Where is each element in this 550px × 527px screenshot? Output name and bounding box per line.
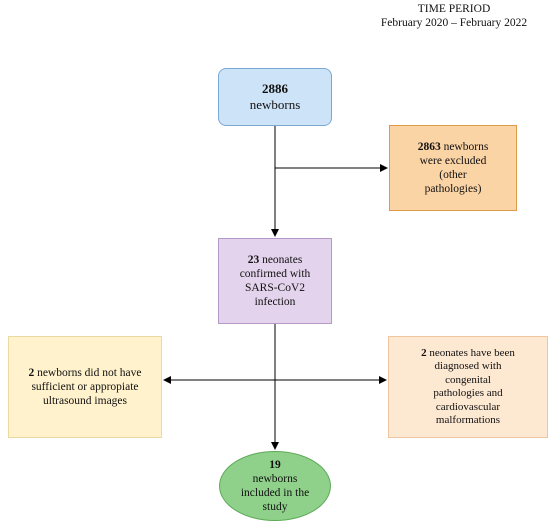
- node-congenital-label-a: neonates have been: [429, 346, 515, 359]
- node-excluded-count: 2863: [417, 141, 441, 153]
- node-confirmed-infection: 23 neonates confirmed with SARS-CoV2 inf…: [218, 238, 332, 324]
- node-insufficient-images: 2 newborns did not have sufficient or ap…: [8, 336, 162, 438]
- node-included-label-c: study: [262, 501, 288, 513]
- node-included-count: 19: [269, 459, 281, 471]
- node-included-label-a: newborns: [252, 473, 298, 485]
- node-included-label-b: included in the: [240, 487, 310, 499]
- node-no-images-label-b: sufficient or appropiate: [31, 381, 139, 393]
- node-congenital-label-c: congenital: [445, 373, 491, 386]
- node-confirmed-label-b: confirmed with: [239, 268, 311, 280]
- node-congenital-label-b: diagnosed with: [434, 360, 502, 372]
- time-period-header: TIME PERIOD February 2020 – February 202…: [360, 2, 548, 30]
- node-excluded-label-d: pathologies): [424, 183, 482, 195]
- time-period-range: February 2020 – February 2022: [380, 17, 528, 29]
- node-no-images-label-c: ultrasound images: [43, 395, 127, 407]
- node-confirmed-label-a: neonates: [262, 254, 303, 266]
- node-congenital-pathologies: 2 neonates have been diagnosed with cong…: [388, 336, 548, 438]
- node-excluded-label-c: (other: [439, 169, 467, 181]
- time-period-title: TIME PERIOD: [417, 3, 491, 15]
- node-excluded-label-b: were excluded: [419, 155, 487, 167]
- node-total-newborns: 2886 newborns: [218, 68, 332, 126]
- node-confirmed-label-c: SARS-CoV2: [244, 282, 306, 294]
- node-total-count: 2886: [262, 81, 288, 96]
- node-congenital-label-f: malformations: [435, 414, 501, 426]
- node-total-label: newborns: [249, 97, 301, 112]
- node-congenital-label-e: cardiovascular: [435, 400, 501, 413]
- node-no-images-label-a: newborns did not have: [37, 367, 142, 379]
- node-congenital-label-d: pathologies and: [433, 387, 503, 399]
- node-excluded-label-a: newborns: [443, 141, 489, 153]
- node-excluded: 2863 newborns were excluded (other patho…: [389, 125, 517, 211]
- node-congenital-count: 2: [421, 346, 427, 359]
- node-confirmed-count: 23: [247, 254, 260, 266]
- node-included-in-study: 19 newborns included in the study: [219, 451, 331, 521]
- node-confirmed-label-d: infection: [254, 296, 296, 308]
- node-no-images-count: 2: [28, 367, 35, 379]
